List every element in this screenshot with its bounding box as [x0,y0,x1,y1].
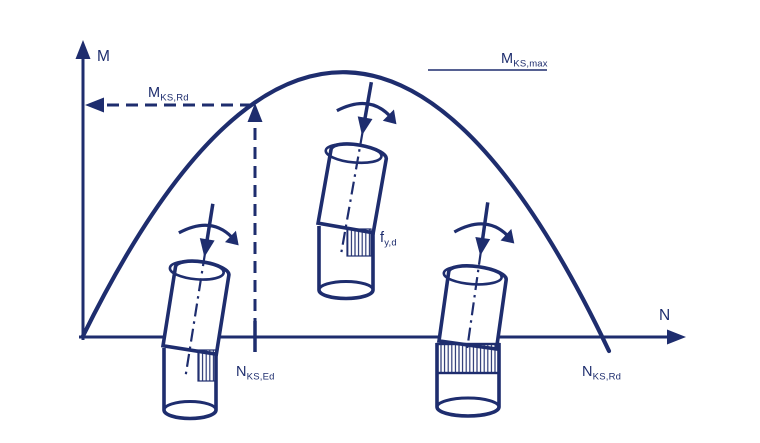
pile-left-top-rim [168,259,226,281]
rotation-arrow-icon [178,203,239,258]
rotation-arrow-icon [336,81,397,136]
label-m-ks-max: MKS,max [501,51,548,70]
pile-right-plastic-band-hatch [435,342,501,375]
pile-right-top-rim [442,264,503,286]
pile-right-bottom-rim [435,396,501,418]
y-axis-arrowhead-icon [75,40,91,59]
label-n-ks-ed: NKS,Ed [236,364,275,383]
pile-left-centerline [184,253,207,378]
pile-left-hinge-hatch [197,349,217,382]
pile-figure-left [160,203,239,421]
x-axis-label: N [659,307,670,324]
pile-right-centerline [465,251,482,354]
pile-figure-right [435,202,515,418]
rotation-arrow-icon [453,202,515,256]
pile-figure-middle [315,81,397,301]
y-axis-label: M [97,48,110,65]
interaction-curve [80,70,612,354]
pile-middle-hinge-hatch [346,228,372,257]
label-n-ks-rd: NKS,Rd [582,364,621,383]
label-f-yd: fy,d [380,230,397,249]
pile-left-bottom-rim [162,400,218,420]
mksrd-arrowhead-icon [85,97,104,113]
x-axis-arrowhead-icon [667,329,686,345]
label-m-ks-rd: MKS,Rd [148,85,189,104]
pile-middle-top-rim [324,142,383,165]
pile-middle-centerline [339,131,364,256]
pile-middle-bottom-rim [317,280,375,300]
nksed-arrowhead-icon [247,103,263,122]
